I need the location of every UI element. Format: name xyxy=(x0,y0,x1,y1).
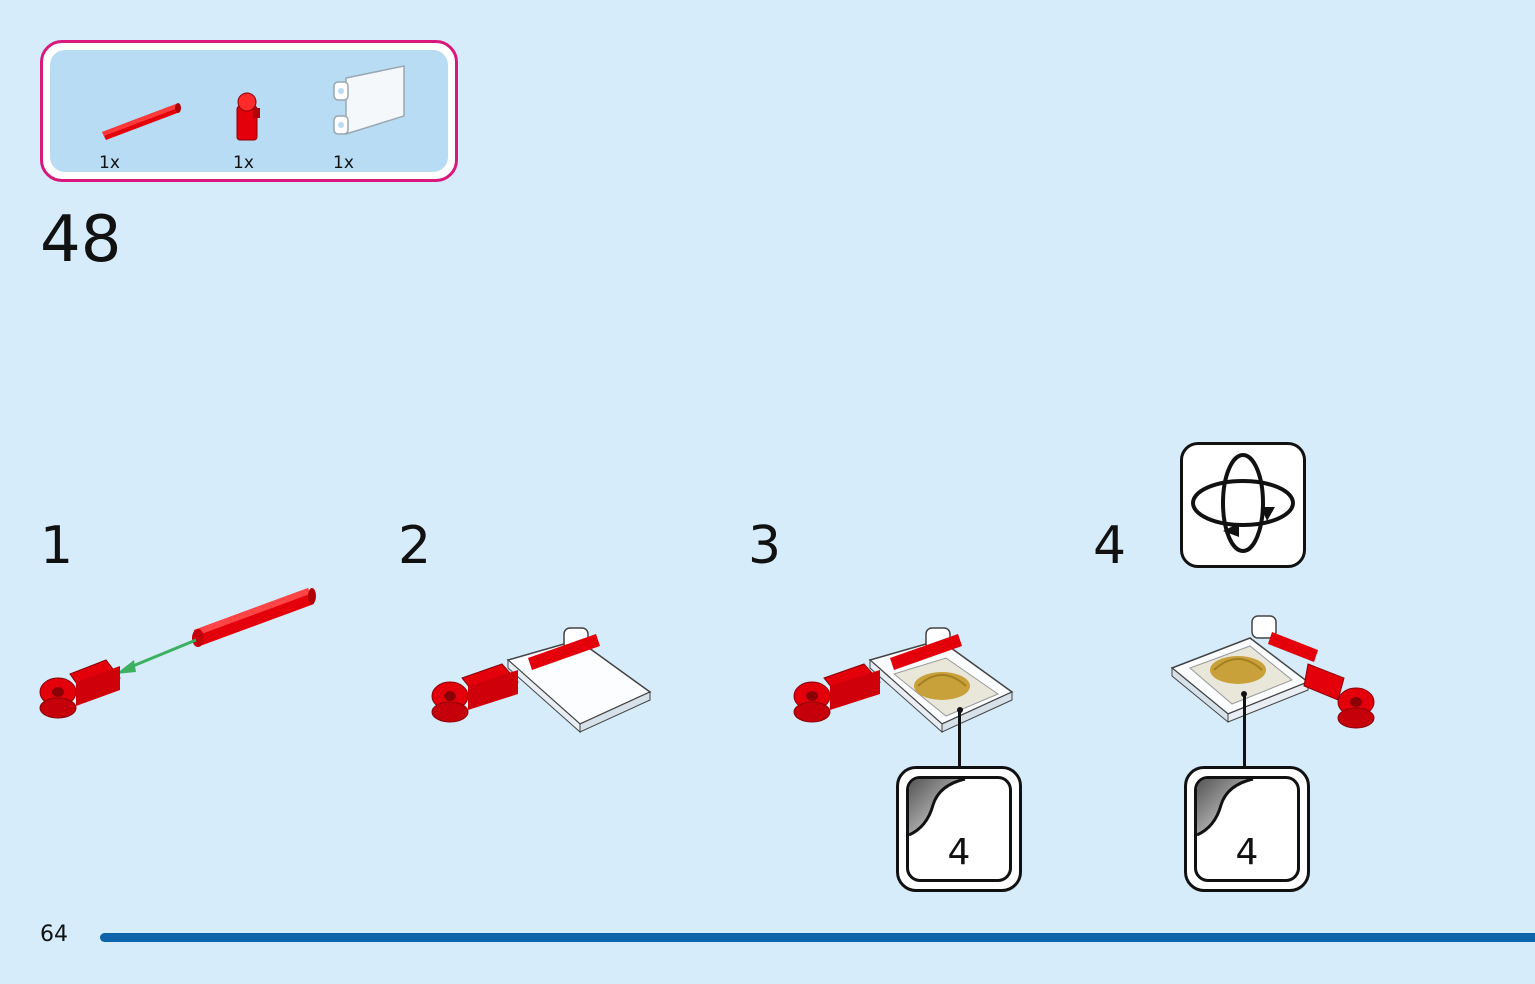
sticker-callout-line-3 xyxy=(958,710,961,768)
parts-list-inner: 1x 1x 1x xyxy=(50,50,448,173)
substep-1-number: 1 xyxy=(40,516,74,576)
parts-list-panel: 1x 1x 1x xyxy=(40,40,458,182)
substep-2-illustration xyxy=(431,627,652,734)
substep-3-number: 3 xyxy=(748,516,782,576)
substep-4-illustration xyxy=(1170,615,1375,729)
substep-2-number: 2 xyxy=(398,516,432,576)
part-qty-white-flag: 1x xyxy=(333,153,354,173)
step-number: 48 xyxy=(40,203,122,277)
white-flag-part xyxy=(333,65,405,136)
sticker-callout-line-4 xyxy=(1243,696,1246,768)
red-clip-part xyxy=(236,92,260,141)
substep-4-number: 4 xyxy=(1093,516,1127,576)
substep-1-illustration xyxy=(39,588,316,719)
part-qty-red-bar: 1x xyxy=(99,153,120,173)
progress-bar xyxy=(100,933,1535,942)
sticker-icon: 4 xyxy=(1194,776,1300,882)
sticker-callout-3: 4 xyxy=(896,766,1022,892)
part-qty-red-clip: 1x xyxy=(233,153,254,173)
rotate-model-icon xyxy=(1180,442,1306,568)
red-bar-part xyxy=(102,103,181,140)
page-number: 64 xyxy=(40,922,68,947)
sticker-icon: 4 xyxy=(906,776,1012,882)
substep-3-illustration xyxy=(793,627,1014,734)
sticker-number: 4 xyxy=(1235,832,1259,873)
sticker-number: 4 xyxy=(947,832,971,873)
sticker-callout-4: 4 xyxy=(1184,766,1310,892)
